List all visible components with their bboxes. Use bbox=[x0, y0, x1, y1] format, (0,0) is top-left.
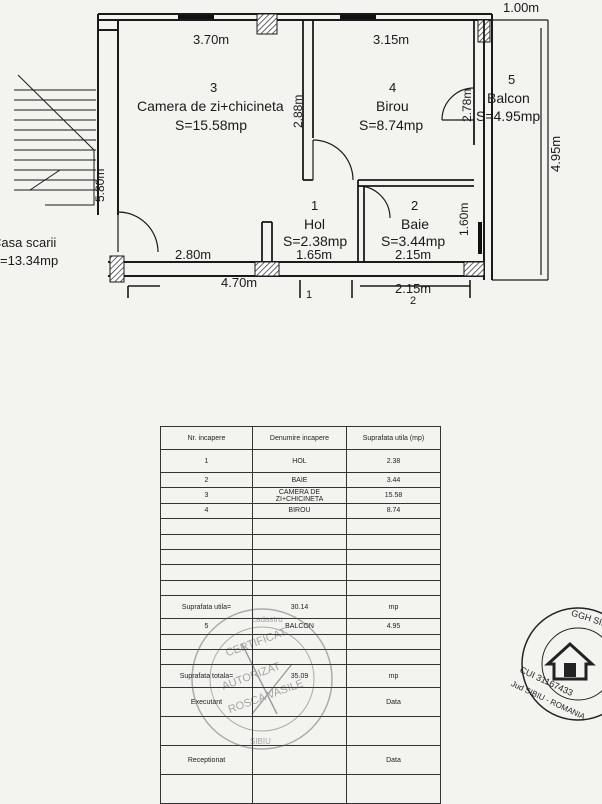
house-logo-icon bbox=[544, 641, 596, 681]
executant-signature bbox=[252, 687, 347, 718]
room-5: 5 Balcon S=4.95mp bbox=[476, 72, 540, 124]
dim-hall-width: 1.65m bbox=[296, 247, 332, 262]
wall-columns bbox=[109, 13, 491, 283]
area-table-container: Nr. incapere Denumire incapere Suprafata… bbox=[160, 426, 441, 804]
doors bbox=[117, 87, 475, 253]
cell-name: BIROU bbox=[252, 502, 347, 520]
room-name: Balcon bbox=[487, 90, 530, 106]
stair-room: Casa scarii =13.34mp bbox=[0, 235, 58, 268]
table-row-empty bbox=[160, 579, 441, 597]
room-number: 5 bbox=[508, 72, 515, 87]
interior-walls bbox=[261, 20, 485, 262]
room-number: 2 bbox=[411, 198, 418, 213]
cut-label-2: 2 bbox=[410, 295, 416, 307]
room-2: 2 Baie S=3.44mp bbox=[381, 198, 445, 249]
cell-nr: 4 bbox=[160, 502, 253, 520]
cell-name: HOL bbox=[252, 449, 347, 473]
stamp-line: CERTIFICAT bbox=[224, 626, 288, 659]
cell-area: 4.95 bbox=[346, 618, 441, 635]
staircase bbox=[14, 74, 96, 206]
room-1: 1 Hol S=2.38mp bbox=[283, 198, 347, 249]
dim-room4-height: 2.78m bbox=[460, 89, 474, 122]
table-row-empty bbox=[160, 548, 441, 566]
header-name: Denumire incapere bbox=[252, 426, 347, 450]
header-nr: Nr. incapere bbox=[160, 426, 253, 450]
executant-row: Executant Data bbox=[160, 687, 441, 718]
room-name: Baie bbox=[401, 216, 429, 232]
table-row: 4 BIROU 8.74 bbox=[160, 502, 441, 520]
receptionat-signature bbox=[252, 745, 347, 776]
room-area: S=4.95mp bbox=[476, 108, 540, 124]
balcony-row: 5 BALCON 4.95 bbox=[160, 618, 441, 635]
receptionat-date-label: Data bbox=[346, 745, 441, 776]
room-number: 1 bbox=[311, 198, 318, 213]
table-row: 1 HOL 2.38 bbox=[160, 449, 441, 473]
balcony-outline bbox=[492, 19, 549, 281]
room-number: 3 bbox=[210, 80, 217, 95]
table-row-empty bbox=[160, 564, 441, 581]
table-row-empty bbox=[160, 648, 441, 666]
stair-area: =13.34mp bbox=[0, 253, 58, 268]
dim-room3-height: 2.88m bbox=[291, 95, 305, 128]
table-row: 3 CAMERA DE ZI+CHICINETA 15.58 bbox=[160, 487, 441, 504]
cell-nr: 3 bbox=[160, 487, 253, 504]
cell-area: 3.44 bbox=[346, 471, 441, 489]
cell-area: 8.74 bbox=[346, 502, 441, 520]
cell-area: 15.58 bbox=[346, 487, 441, 504]
total-unit: mp bbox=[346, 664, 441, 689]
room-area: S=3.44mp bbox=[381, 233, 445, 249]
cell-name: CAMERA DE ZI+CHICINETA bbox=[252, 487, 347, 504]
stamp-line: cadastru bbox=[252, 615, 283, 624]
cell-nr: 2 bbox=[160, 471, 253, 489]
room-number: 4 bbox=[389, 80, 396, 95]
dim-stair-height: 5.80m bbox=[93, 169, 107, 202]
cell-nr: 1 bbox=[160, 449, 253, 473]
area-table: Nr. incapere Denumire incapere Suprafata… bbox=[160, 426, 441, 804]
floor-plan: 1.00m 3.70m 3.15m 2.88m 2.78m 4.95m 5.80… bbox=[0, 0, 563, 307]
dim-bath-width: 2.15m bbox=[395, 247, 431, 262]
table-row-empty bbox=[160, 518, 441, 535]
dim-hall-left: 2.80m bbox=[175, 247, 211, 262]
total-useful-unit: mp bbox=[346, 595, 441, 620]
cut-label-1: 1 bbox=[306, 289, 312, 301]
dim-room4-width: 3.15m bbox=[373, 32, 409, 47]
room-name: Hol bbox=[304, 216, 325, 232]
cell-name: BAIE bbox=[252, 471, 347, 489]
room-area: S=8.74mp bbox=[359, 117, 423, 133]
executant-date-label: Data bbox=[346, 687, 441, 718]
total-useful-row: Suprafata utila= 30.14 mp bbox=[160, 595, 441, 620]
signature-blank-row bbox=[160, 774, 441, 804]
header-area: Suprafata utila (mp) bbox=[346, 426, 441, 450]
lower-partial bbox=[127, 280, 471, 298]
room-3: 3 Camera de zi+chicineta S=15.58mp bbox=[137, 80, 284, 133]
dim-balcony-height: 4.95m bbox=[548, 136, 563, 172]
stair-name: Casa scarii bbox=[0, 235, 56, 250]
table-row: 2 BAIE 3.44 bbox=[160, 471, 441, 489]
dim-room3-width: 3.70m bbox=[193, 32, 229, 47]
room-area: S=2.38mp bbox=[283, 233, 347, 249]
stamp-line: SIBIU bbox=[250, 737, 271, 746]
dim-bottom-right: 2.15m bbox=[395, 281, 431, 296]
room-name: Birou bbox=[376, 98, 409, 114]
cell-area: 2.38 bbox=[346, 449, 441, 473]
company-stamp: GGH SIB CUI 31167433 Jud SIBIU - ROMANIA bbox=[510, 607, 602, 722]
dim-bottom-left: 4.70m bbox=[221, 275, 257, 290]
surveyor-stamp: AUTORIZAT CERTIFICAT ROSCA VASILE cadast… bbox=[191, 608, 333, 750]
room-name: Camera de zi+chicineta bbox=[137, 98, 284, 114]
room-4: 4 Birou S=8.74mp bbox=[359, 80, 423, 133]
table-header-row: Nr. incapere Denumire incapere Suprafata… bbox=[160, 426, 441, 450]
signature-blank-row bbox=[160, 716, 441, 747]
dim-top-balcony: 1.00m bbox=[503, 0, 539, 15]
room-area: S=15.58mp bbox=[175, 117, 247, 133]
table-row-empty bbox=[160, 533, 441, 550]
dim-bath-height: 1.60m bbox=[457, 203, 471, 236]
